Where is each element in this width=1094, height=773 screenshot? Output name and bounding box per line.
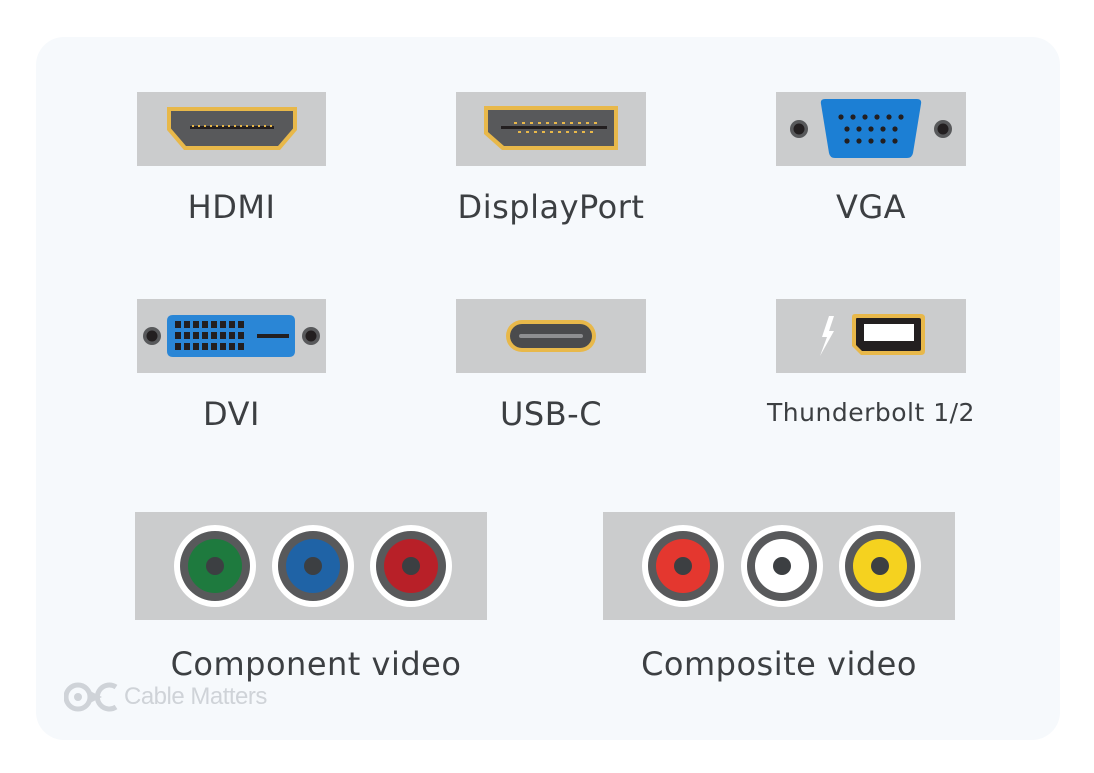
cable-matters-watermark: Cable Matters [64,680,267,714]
composite-video-label: Composite video [641,645,917,683]
thunderbolt-label: Thunderbolt 1/2 [767,398,975,427]
displayport-port-icon [456,92,646,166]
usb-c-port-icon [456,299,646,373]
lightning-bolt-icon [820,316,834,356]
component-video-label: Component video [170,645,462,683]
dvi-port-icon [137,299,326,373]
vga-port-icon [776,92,966,166]
vga-label: VGA [835,188,907,226]
usb-c-label: USB-C [499,395,603,433]
thunderbolt-port-icon [776,299,966,373]
hdmi-port-icon [137,92,326,166]
cable-matters-logo-icon [64,682,118,712]
hdmi-label: HDMI [187,188,276,226]
watermark-text: Cable Matters [124,683,267,710]
dvi-label: DVI [203,395,260,433]
component-video-jacks-icon [135,512,487,620]
displayport-label: DisplayPort [457,188,645,226]
composite-video-jacks-icon [603,512,955,620]
